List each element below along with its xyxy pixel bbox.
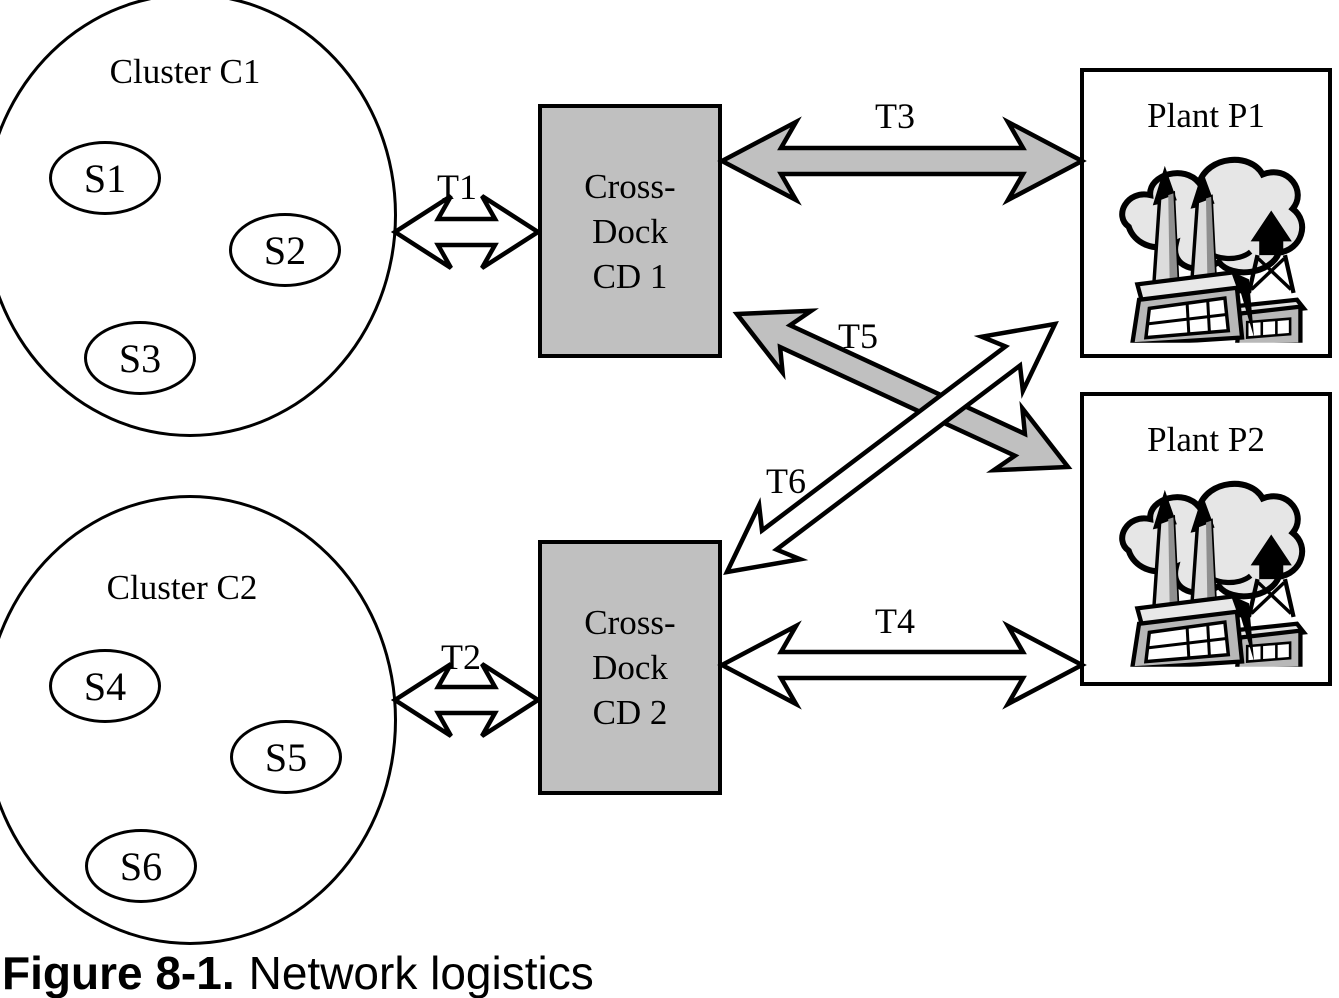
figure-caption-number: Figure 8-1. bbox=[2, 947, 235, 998]
crossdock-cd2-box: Cross- Dock CD 2 bbox=[538, 540, 722, 795]
supplier-s5-ellipse: S5 bbox=[230, 720, 342, 794]
transport-t5-arrow bbox=[732, 308, 1073, 473]
crossdock-cd2-line2: Dock bbox=[592, 648, 668, 687]
plant-p2-box: Plant P2 bbox=[1080, 392, 1332, 686]
crossdock-cd1-line1: Cross- bbox=[584, 166, 676, 206]
plant-p1-label: Plant P1 bbox=[1147, 96, 1265, 135]
supplier-s2-ellipse: S2 bbox=[229, 213, 341, 287]
transport-t4-label: T4 bbox=[875, 601, 915, 641]
transport-t5-label: T5 bbox=[838, 316, 878, 356]
supplier-s4-label: S4 bbox=[83, 663, 127, 709]
supplier-s3-ellipse: S3 bbox=[84, 321, 196, 395]
transport-t6-label: T6 bbox=[766, 461, 806, 501]
supplier-s3-label: S3 bbox=[118, 335, 162, 381]
plant-p1-box: Plant P1 bbox=[1080, 68, 1332, 358]
transport-t3-label: T3 bbox=[875, 96, 915, 136]
cluster-c2-circle bbox=[0, 495, 397, 945]
crossdock-cd2-line3: CD 2 bbox=[592, 693, 668, 732]
transport-t3-arrow bbox=[717, 116, 1087, 206]
supplier-s4-ellipse: S4 bbox=[49, 649, 161, 723]
supplier-s5-label: S5 bbox=[264, 734, 308, 780]
cluster-c2-label: Cluster C2 bbox=[106, 568, 258, 607]
supplier-s6-label: S6 bbox=[119, 843, 163, 889]
transport-t2-arrow bbox=[390, 662, 543, 738]
crossdock-cd1-box: Cross- Dock CD 1 bbox=[538, 104, 722, 358]
cluster-c1-label: Cluster C1 bbox=[109, 52, 261, 91]
figure-caption: Figure 8-1. Network logistics bbox=[2, 946, 594, 998]
plant-p2-label: Plant P2 bbox=[1147, 420, 1265, 459]
supplier-s2-label: S2 bbox=[263, 227, 307, 273]
transport-t1-arrow bbox=[390, 194, 543, 270]
crossdock-cd1-line3: CD 1 bbox=[592, 256, 668, 296]
transport-t2-label: T2 bbox=[441, 637, 481, 677]
transport-t1-label: T1 bbox=[437, 167, 477, 207]
supplier-s1-label: S1 bbox=[83, 155, 127, 201]
transport-t6-arrow bbox=[723, 321, 1059, 575]
supplier-s1-ellipse: S1 bbox=[49, 141, 161, 215]
cluster-c1-circle bbox=[0, 0, 397, 437]
supplier-s6-ellipse: S6 bbox=[85, 829, 197, 903]
crossdock-cd1-line2: Dock bbox=[592, 211, 668, 251]
figure-caption-title: Network logistics bbox=[248, 947, 594, 998]
crossdock-cd2-line1: Cross- bbox=[584, 603, 676, 642]
transport-t4-arrow bbox=[717, 620, 1087, 710]
